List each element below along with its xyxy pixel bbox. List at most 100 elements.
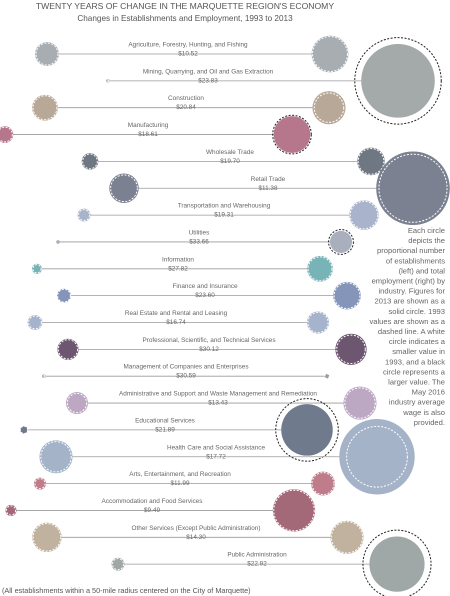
employment-1993-circle [333, 282, 361, 310]
establishments-1993-circle [40, 441, 72, 473]
establishments-1993-circle [28, 315, 42, 330]
industry-wage: $21.89 [155, 426, 175, 433]
industry-row: Public Administration$22.92 [111, 529, 432, 596]
employment-2013-circle [330, 520, 364, 554]
industry-name: Arts, Entertainment, and Recreation [129, 471, 231, 478]
industry-name: Wholesale Trade [206, 149, 254, 156]
description-line: provided. [414, 418, 445, 427]
employment-1993-circle [328, 229, 354, 255]
employment-2013-circle [335, 333, 367, 365]
description-line: solid circle. 1993 [388, 307, 445, 316]
industry-name: Mining, Quarrying, and Oil and Gas Extra… [143, 68, 274, 75]
industry-name: Information [162, 256, 194, 263]
industry-wage: $9.49 [144, 507, 160, 514]
industry-wage: $30.59 [176, 373, 196, 380]
employment-1993-circle [272, 114, 312, 155]
description-line: dashed line. A white [378, 327, 445, 336]
description-line: (left) and total [399, 266, 446, 275]
establishments-2013-circle [35, 42, 59, 66]
establishments-1993-circle [19, 425, 29, 435]
employment-1993-circle [324, 373, 330, 380]
industry-row: Other Services (Except Public Administra… [32, 520, 364, 554]
description-line: depicts the [408, 236, 445, 245]
employment-1993-circle [357, 148, 385, 175]
employment-2013-circle [329, 230, 353, 253]
establishments-1993-circle [35, 42, 59, 66]
employment-1993-circle [344, 387, 376, 419]
employment-1993-circle [307, 256, 333, 282]
industry-name: Educational Services [135, 417, 195, 424]
industry-name: Management of Companies and Enterprises [123, 364, 248, 371]
employment-2013-circle [272, 489, 316, 532]
chart-footnote: (All establishments within a 50-mile rad… [2, 586, 251, 595]
industry-row: Health Care and Social Assistance $17.72 [39, 419, 415, 495]
establishments-1993-circle [82, 153, 98, 170]
employment-2013-circle [311, 471, 335, 496]
employment-2013-circle [273, 116, 311, 153]
employment-2013-circle [312, 91, 346, 125]
employment-1993-circle [349, 200, 379, 230]
establishments-1993-circle [32, 95, 58, 121]
employment-1993-circle [330, 521, 364, 554]
industry-row: Manufacturing$18.61 [0, 114, 312, 155]
employment-2013-circle [311, 35, 349, 73]
establishments-1993-circle [42, 374, 46, 378]
industry-name: Public Administration [227, 552, 287, 559]
industry-wage: $19.31 [214, 212, 234, 219]
industry-wage: $11.38 [258, 185, 278, 192]
establishments-2013-circle [57, 288, 71, 303]
establishments-1993-circle [110, 174, 138, 203]
establishments-2013-circle [34, 477, 46, 490]
establishments-1993-circle [77, 209, 91, 222]
establishments-1993-circle [57, 288, 71, 303]
employment-1993-circle [307, 311, 329, 334]
industry-name: Utilities [189, 229, 210, 236]
establishments-1993-circle [32, 264, 42, 274]
industry-row: Mining, Quarrying, and Oil and Gas Extra… [106, 37, 442, 125]
employment-1993-circle [311, 472, 335, 496]
description-line: circle represents a [383, 367, 446, 376]
employment-2013-circle [369, 536, 425, 592]
establishments-2013-circle [31, 263, 43, 274]
employment-2013-circle [376, 151, 450, 226]
industry-name: Finance and Insurance [172, 283, 237, 290]
description-line: smaller value in [392, 347, 445, 356]
description-line: proportional number [377, 246, 445, 255]
industry-wage: $13.43 [208, 400, 228, 407]
employment-1993-circle [313, 92, 345, 123]
industry-row: Management of Companies and Enterprises $… [42, 364, 330, 380]
industry-wage: $18.61 [138, 131, 158, 138]
employment-2013-circle [281, 404, 333, 456]
establishments-2013-circle [56, 240, 60, 244]
industry-row: Arts, Entertainment, and Recreation $11.9… [34, 471, 335, 496]
establishments-2013-circle [27, 315, 43, 330]
description-line: 1993, and a black [385, 357, 445, 366]
establishments-1993-circle [5, 505, 17, 516]
employment-2013-circle [307, 255, 333, 282]
industry-name: Administrative and Support and Waste Man… [119, 391, 317, 398]
description-line: of establishments [386, 256, 445, 265]
description-line: larger value. The [388, 378, 445, 387]
employment-1993-circle [362, 529, 432, 596]
establishments-1993-circle [32, 523, 62, 552]
industry-wage: $17.72 [206, 453, 226, 460]
industry-wage: $16.74 [166, 319, 186, 326]
establishments-1993-circle [66, 392, 88, 414]
employment-2013-circle [343, 386, 377, 420]
industry-row: Construction$20.84 [32, 91, 346, 125]
establishments-2013-circle [5, 504, 17, 516]
industry-wage: $23.60 [195, 292, 215, 299]
establishments-2013-circle [81, 153, 99, 170]
industry-name: Health Care and Social Assistance [167, 444, 265, 451]
employment-1993-circle [336, 334, 366, 365]
establishments-2013-circle [20, 426, 28, 434]
industry-wage: $30.12 [199, 346, 219, 353]
industry-wage: $33.66 [189, 238, 209, 245]
employment-2013-circle [333, 281, 361, 310]
establishments-1993-circle [57, 339, 79, 360]
industry-wage: $23.83 [198, 77, 218, 84]
industry-wage: $11.99 [170, 480, 190, 487]
industry-row: Utilities $33.66 [56, 229, 354, 255]
industry-row: Administrative and Support and Waste Man… [65, 386, 377, 420]
